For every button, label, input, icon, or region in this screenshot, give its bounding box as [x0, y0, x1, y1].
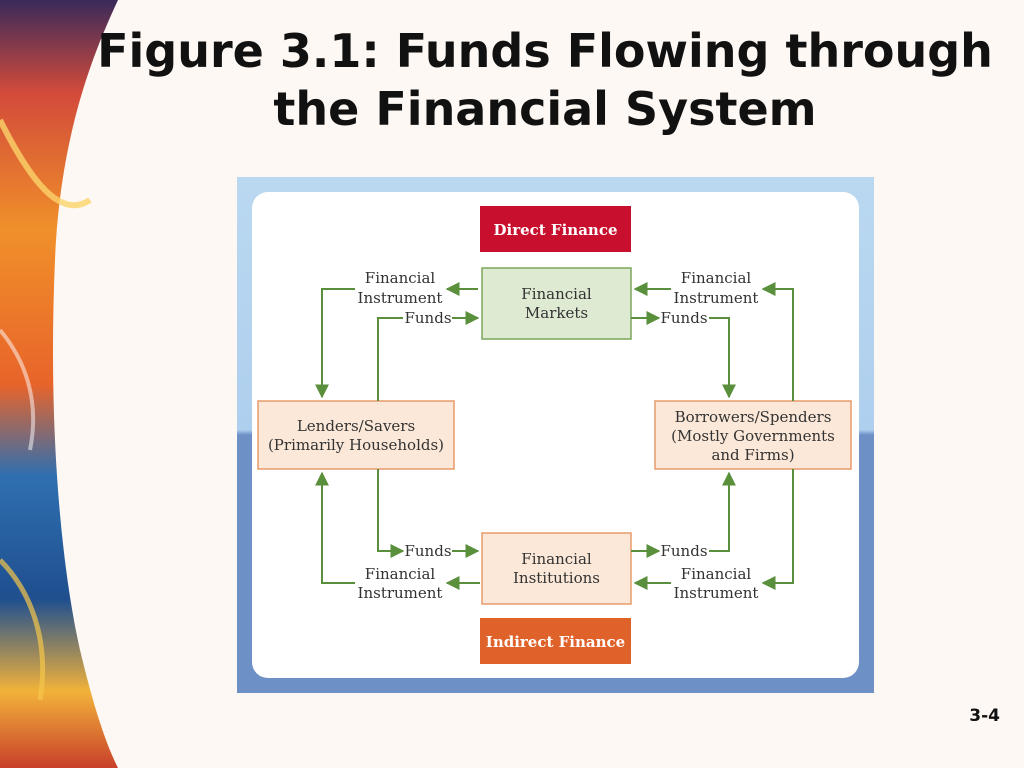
- slide-number: 3-4: [969, 706, 1000, 726]
- arrow-instrument-down-right: [761, 469, 794, 590]
- arrow-funds-down-left: [377, 469, 405, 558]
- label-funds-br: Funds: [660, 542, 707, 560]
- label-instrument-tr-2: Instrument: [674, 289, 759, 307]
- arrow-funds-up-left: [377, 317, 403, 401]
- svg-text:Financial: Financial: [521, 550, 592, 568]
- label-funds-tr: Funds: [660, 309, 707, 327]
- label-instrument-br-2: Instrument: [674, 584, 759, 602]
- svg-text:Borrowers/Spenders: Borrowers/Spenders: [675, 408, 832, 426]
- label-funds-bl: Funds: [404, 542, 451, 560]
- arrow-instrument-up-right: [761, 282, 794, 401]
- arrow-instrument-down-left: [315, 288, 355, 399]
- lenders-savers-box: Lenders/Savers (Primarily Households): [257, 400, 455, 470]
- label-instrument-bl-2: Instrument: [358, 584, 443, 602]
- svg-text:Indirect Finance: Indirect Finance: [486, 633, 625, 651]
- svg-text:and Firms): and Firms): [711, 446, 794, 464]
- label-instrument-tl-1: Financial: [365, 269, 436, 287]
- title-line-2: the Financial System: [273, 82, 817, 136]
- svg-text:Lenders/Savers: Lenders/Savers: [297, 417, 415, 435]
- label-instrument-br-1: Financial: [681, 565, 752, 583]
- svg-text:Direct Finance: Direct Finance: [494, 221, 618, 239]
- svg-text:(Mostly Governments: (Mostly Governments: [671, 427, 835, 445]
- direct-finance-label: Direct Finance: [480, 206, 631, 252]
- slide-title: Figure 3.1: Funds Flowing through the Fi…: [90, 22, 1000, 138]
- label-instrument-tr-1: Financial: [681, 269, 752, 287]
- financial-markets-box: Financial Markets: [481, 267, 632, 340]
- title-line-1: Figure 3.1: Funds Flowing through: [97, 24, 993, 78]
- borrowers-spenders-box: Borrowers/Spenders (Mostly Governments a…: [654, 400, 852, 470]
- arrow-instrument-up-left: [315, 471, 355, 584]
- financial-institutions-box: Financial Institutions: [481, 532, 632, 605]
- svg-text:Institutions: Institutions: [513, 569, 600, 587]
- label-funds-tl: Funds: [404, 309, 451, 327]
- arrow-funds-up-right: [709, 471, 736, 552]
- svg-text:Markets: Markets: [525, 304, 588, 322]
- svg-text:Financial: Financial: [521, 285, 592, 303]
- indirect-finance-label: Indirect Finance: [480, 618, 631, 664]
- arrow-funds-down-right: [709, 317, 736, 399]
- svg-text:(Primarily Households): (Primarily Households): [268, 436, 444, 454]
- label-instrument-tl-2: Instrument: [358, 289, 443, 307]
- label-instrument-bl-1: Financial: [365, 565, 436, 583]
